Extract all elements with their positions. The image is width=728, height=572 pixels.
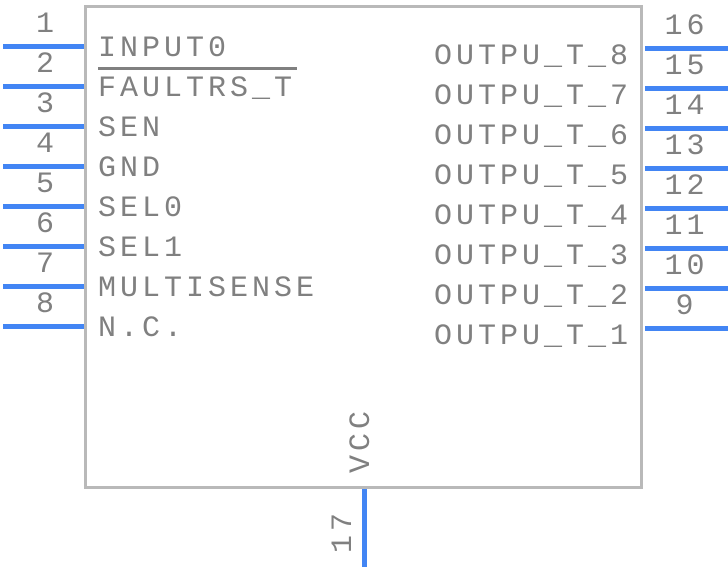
pin-label-sen: SEN <box>98 112 165 146</box>
pin-label-output2: OUTPU_T_2 <box>433 280 632 314</box>
pin-line-13 <box>645 166 728 171</box>
pin-number-7: 7 <box>35 248 58 282</box>
pin-number-10: 10 <box>664 250 709 284</box>
pin-line-5 <box>3 204 84 209</box>
pin-label-output1: OUTPU_T_1 <box>433 320 632 354</box>
pin-number-13: 13 <box>664 130 709 164</box>
pin-number-17: 17 <box>327 509 361 554</box>
pin-line-4 <box>3 164 84 169</box>
pin-label-vcc: VCC <box>345 407 379 474</box>
pin-label-output5: OUTPU_T_5 <box>433 160 632 194</box>
pin-line-17 <box>362 489 367 567</box>
pin-line-7 <box>3 284 84 289</box>
pin-number-8: 8 <box>35 288 58 322</box>
pin-label-multisense: MULTISENSE <box>98 272 319 306</box>
pin-number-12: 12 <box>664 170 709 204</box>
pin-line-10 <box>645 286 728 291</box>
pin-label-output3: OUTPU_T_3 <box>433 240 632 274</box>
pin-line-9 <box>645 326 728 331</box>
pin-label-nc: N.C. <box>98 312 187 346</box>
pin-line-15 <box>645 86 728 91</box>
pin-label-sel1: SEL1 <box>98 232 187 266</box>
pin-label-output4: OUTPU_T_4 <box>433 200 632 234</box>
pin-line-14 <box>645 126 728 131</box>
pin-number-11: 11 <box>664 210 709 244</box>
pin-number-5: 5 <box>35 168 58 202</box>
pin-label-faultrst: FAULTRS_T <box>98 72 297 106</box>
component-body-outline <box>84 5 643 489</box>
pin-label-gnd: GND <box>98 152 165 186</box>
pin-number-2: 2 <box>35 48 58 82</box>
pin-label-output6: OUTPU_T_6 <box>433 120 632 154</box>
pin-line-6 <box>3 244 84 249</box>
pin-number-16: 16 <box>664 10 709 44</box>
pin-number-6: 6 <box>35 208 58 242</box>
pin-number-9: 9 <box>675 290 698 324</box>
pin-line-2 <box>3 84 84 89</box>
pin-line-12 <box>645 206 728 211</box>
pin-number-1: 1 <box>35 8 58 42</box>
pin-line-1 <box>3 44 84 49</box>
active-low-overbar <box>98 67 297 70</box>
pin-label-input0: INPUT0 <box>98 32 231 66</box>
pin-number-4: 4 <box>35 128 58 162</box>
pin-number-15: 15 <box>664 50 709 84</box>
pin-number-14: 14 <box>664 90 709 124</box>
pin-line-16 <box>645 46 728 51</box>
pin-number-3: 3 <box>35 88 58 122</box>
pin-line-3 <box>3 124 84 129</box>
pin-line-8 <box>3 324 84 329</box>
pin-label-output8: OUTPU_T_8 <box>433 40 632 74</box>
pin-label-sel0: SEL0 <box>98 192 187 226</box>
pin-line-11 <box>645 246 728 251</box>
pin-label-output7: OUTPU_T_7 <box>433 80 632 114</box>
